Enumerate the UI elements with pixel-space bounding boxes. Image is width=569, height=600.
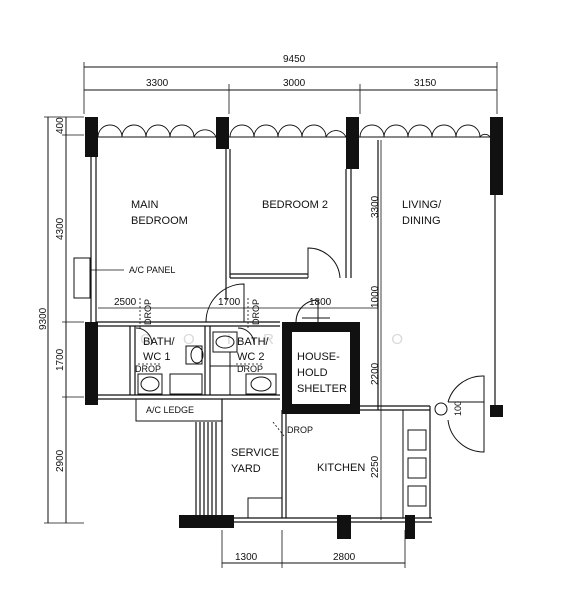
dim-3300-vertical: 3300 bbox=[370, 195, 381, 218]
dim-1700: 1700 bbox=[218, 297, 241, 308]
dim-left-2900: 2900 bbox=[55, 449, 66, 472]
drop-label-4: DROP bbox=[237, 364, 263, 374]
dim-top-3150: 3150 bbox=[414, 78, 437, 89]
dim-top-3300: 3300 bbox=[146, 78, 169, 89]
bath2-label-1: BATH/ bbox=[237, 336, 270, 348]
bath2-label-2: WC 2 bbox=[237, 351, 265, 363]
inner-dimensions: 2500 1700 1800 3300 1000 2200 2250 100 bbox=[98, 140, 463, 520]
shelter-label-2: HOLD bbox=[297, 367, 328, 379]
drop-label-3: DROP bbox=[135, 364, 161, 374]
bath1-label-2: WC 1 bbox=[143, 351, 171, 363]
kitchen-counters bbox=[402, 409, 431, 519]
dim-total-width: 9450 bbox=[283, 54, 306, 65]
shelter-label-3: SHELTER bbox=[297, 383, 347, 395]
dim-1800: 1800 bbox=[309, 297, 332, 308]
kitchen-label: KITCHEN bbox=[317, 462, 365, 474]
living-label-2: DINING bbox=[402, 215, 441, 227]
service-yard-label-2: YARD bbox=[231, 463, 261, 475]
main-bedroom-label-1: MAIN bbox=[131, 199, 159, 211]
misc-labels: A/C PANEL A/C LEDGE DROP DROP DROP DROP … bbox=[90, 265, 313, 435]
ac-panel-label: A/C PANEL bbox=[129, 265, 175, 275]
dim-left-4300: 4300 bbox=[55, 217, 66, 240]
bedroom2-label: BEDROOM 2 bbox=[262, 199, 328, 211]
drop-label-1: DROP bbox=[143, 299, 153, 325]
dim-2500: 2500 bbox=[114, 297, 137, 308]
dim-2250-vertical: 2250 bbox=[370, 455, 381, 478]
drop-label-5: DROP bbox=[287, 425, 313, 435]
drop-markers bbox=[138, 298, 285, 437]
dim-bottom-2800: 2800 bbox=[333, 552, 356, 563]
dim-left-1700: 1700 bbox=[55, 348, 66, 371]
dim-100-vertical: 100 bbox=[453, 401, 463, 416]
top-windows bbox=[97, 124, 492, 138]
top-dimensions: 9450 3300 3000 3150 bbox=[83, 54, 498, 114]
dim-1000-vertical: 1000 bbox=[370, 285, 381, 308]
ac-ledge-label: A/C LEDGE bbox=[146, 405, 194, 415]
shelter-walls bbox=[282, 317, 360, 414]
bath-fixtures bbox=[137, 331, 277, 395]
dim-top-3000: 3000 bbox=[283, 78, 306, 89]
drop-label-2: DROP bbox=[251, 299, 261, 325]
dim-bottom-1300: 1300 bbox=[235, 552, 258, 563]
service-yard-label-1: SERVICE bbox=[231, 447, 279, 459]
room-labels: MAIN BEDROOM BEDROOM 2 LIVING/ DINING HO… bbox=[131, 199, 442, 475]
living-label-1: LIVING/ bbox=[402, 199, 442, 211]
dim-2200-vertical: 2200 bbox=[370, 362, 381, 385]
bath1-label-1: BATH/ bbox=[143, 336, 176, 348]
dim-left-400: 400 bbox=[55, 117, 66, 134]
bottom-dimensions: 1300 2800 bbox=[221, 530, 406, 568]
columns bbox=[85, 117, 503, 539]
watermark: C O I R S H O bbox=[140, 331, 417, 348]
dim-left-9300: 9300 bbox=[38, 307, 49, 330]
main-bedroom-label-2: BEDROOM bbox=[131, 215, 188, 227]
shelter-label-1: HOUSE- bbox=[297, 351, 340, 363]
doors bbox=[135, 247, 485, 453]
left-dimensions: 9300 400 4300 1700 2900 bbox=[38, 116, 84, 524]
